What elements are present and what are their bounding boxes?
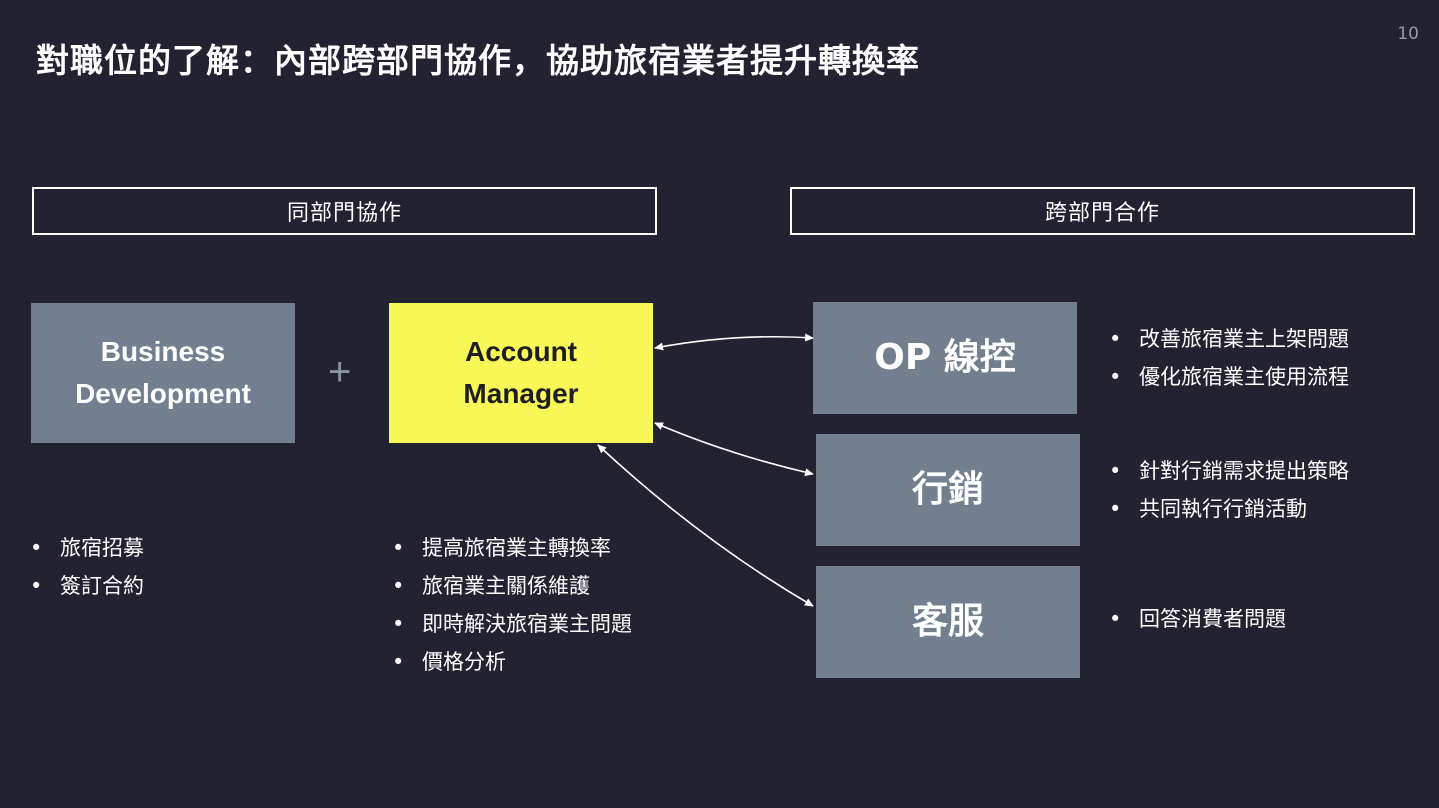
list-item: 旅宿業主關係維護	[392, 567, 632, 605]
customer-service-label: 客服	[911, 601, 984, 642]
am-bullet-list: 提高旅宿業主轉換率 旅宿業主關係維護 即時解決旅宿業主問題 價格分析	[392, 529, 632, 681]
marketing-label: 行銷	[911, 469, 984, 510]
business-development-label: Business Development	[75, 336, 251, 409]
list-item: 優化旅宿業主使用流程	[1109, 358, 1349, 396]
list-item: 回答消費者問題	[1109, 600, 1286, 638]
list-item: 提高旅宿業主轉換率	[392, 529, 632, 567]
list-item: 共同執行行銷活動	[1109, 490, 1349, 528]
arrow-am-op	[654, 333, 814, 351]
marketing-box: 行銷	[816, 434, 1080, 546]
account-manager-label: Account Manager	[463, 336, 579, 409]
section-header-label: 同部門協作	[286, 201, 402, 226]
customer-service-box: 客服	[816, 566, 1080, 678]
list-item: 價格分析	[392, 643, 632, 681]
cs-bullet-list: 回答消費者問題	[1109, 600, 1286, 638]
list-item: 即時解決旅宿業主問題	[392, 605, 632, 643]
bd-bullet-list: 旅宿招募 簽訂合約	[30, 529, 144, 605]
op-label: OP 線控	[874, 337, 1016, 378]
section-header-label: 跨部門合作	[1044, 201, 1160, 226]
page-number: 10	[1397, 24, 1419, 44]
plus-sign: +	[328, 350, 352, 394]
section-header-cross-department: 跨部門合作	[790, 187, 1415, 235]
op-box: OP 線控	[813, 302, 1077, 414]
list-item: 針對行銷需求提出策略	[1109, 452, 1349, 490]
business-development-box: Business Development	[31, 303, 295, 443]
arrow-am-marketing	[654, 422, 814, 477]
slide-title: 對職位的了解：內部跨部門協作，協助旅宿業者提升轉換率	[36, 41, 920, 80]
account-manager-box: Account Manager	[389, 303, 653, 443]
list-item: 旅宿招募	[30, 529, 144, 567]
list-item: 改善旅宿業主上架問題	[1109, 320, 1349, 358]
section-header-same-department: 同部門協作	[32, 187, 657, 235]
list-item: 簽訂合約	[30, 567, 144, 605]
marketing-bullet-list: 針對行銷需求提出策略 共同執行行銷活動	[1109, 452, 1349, 528]
op-bullet-list: 改善旅宿業主上架問題 優化旅宿業主使用流程	[1109, 320, 1349, 396]
